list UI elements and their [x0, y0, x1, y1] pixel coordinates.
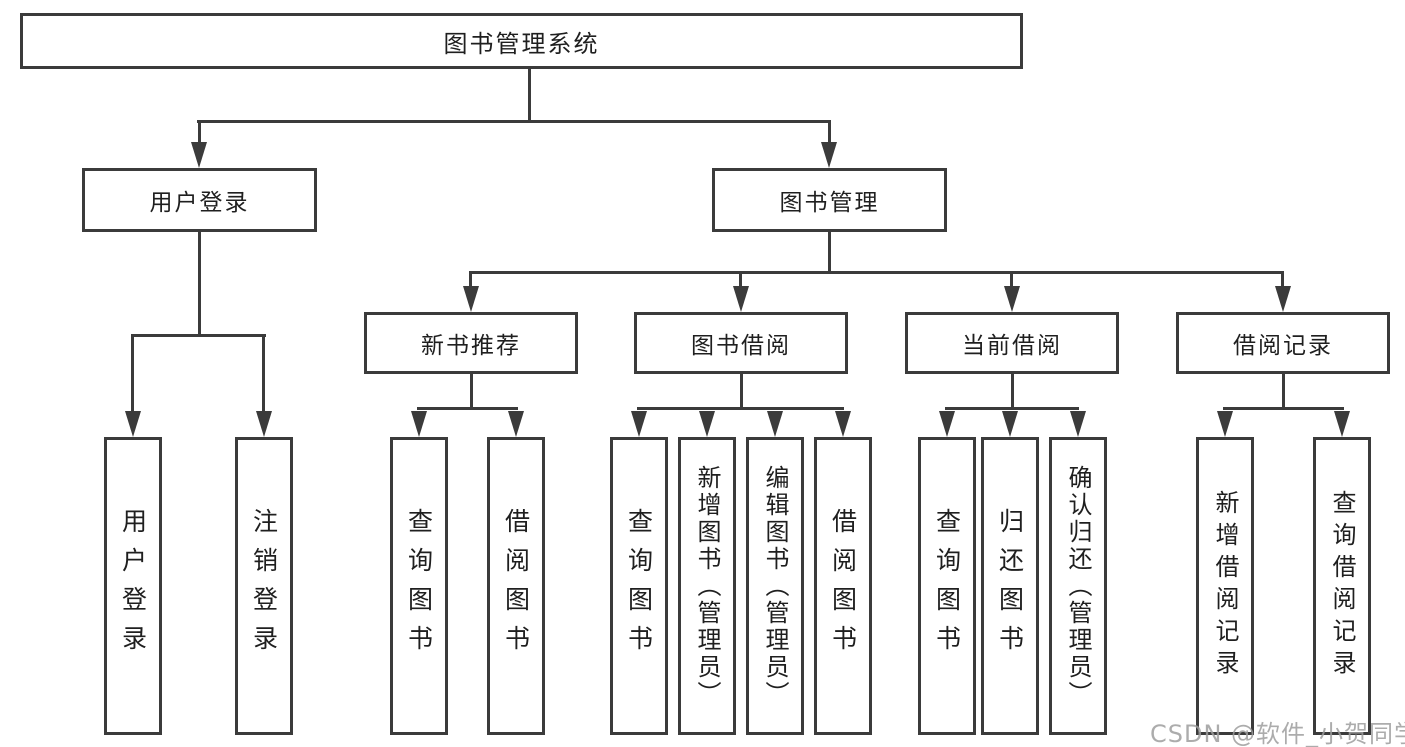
edge-current-borrow-drop-line [1011, 374, 1014, 410]
node-logout-action: 注销登录 [235, 437, 293, 735]
edge-book-mgmt-branch-line [469, 271, 1284, 274]
arrowhead-to-new-book-rec [463, 286, 479, 312]
edge-user-login-drop-line [198, 232, 201, 337]
node-br-query-record: 查询借阅记录 [1313, 437, 1371, 735]
edge-book-borrow-drop-line [740, 374, 743, 410]
edge-user-login-branch-line [131, 334, 266, 337]
edge-borrow-records-branch-line [1223, 407, 1344, 410]
edge-book-mgmt-stem-4 [1281, 271, 1284, 289]
edge-root-drop-line [528, 69, 531, 123]
node-root: 图书管理系统 [20, 13, 1023, 69]
arrowhead-to-nbr-query-books [411, 411, 427, 437]
edge-user-login-left-stem [131, 334, 134, 414]
arrowhead-to-bb-query-books [631, 411, 647, 437]
edge-book-mgmt-stem-3 [1010, 271, 1013, 289]
arrowhead-to-bb-edit-books [767, 411, 783, 437]
node-bb-add-books-admin: 新增图书（管理员） [678, 437, 736, 735]
arrowhead-to-bb-borrow-books [835, 411, 851, 437]
arrowhead-to-bb-add-books [699, 411, 715, 437]
arrowhead-to-borrow-records [1275, 286, 1291, 312]
arrowhead-to-cb-confirm-return [1070, 411, 1086, 437]
arrowhead-to-user-login [191, 142, 207, 168]
edge-root-left-stem [198, 120, 201, 146]
arrowhead-to-book-borrow [733, 286, 749, 312]
edge-book-mgmt-drop-line [828, 232, 831, 274]
node-bb-edit-books-admin: 编辑图书（管理员） [746, 437, 804, 735]
arrowhead-to-cb-return-books [1002, 411, 1018, 437]
node-new-book-rec: 新书推荐 [364, 312, 578, 374]
arrowhead-to-book-mgmt [821, 142, 837, 168]
node-user-login: 用户登录 [82, 168, 317, 232]
node-user-login-action: 用户登录 [104, 437, 162, 735]
node-bb-query-books: 查询图书 [610, 437, 668, 735]
node-borrow-records: 借阅记录 [1176, 312, 1390, 374]
edge-root-right-stem [828, 120, 831, 146]
node-book-mgmt: 图书管理 [712, 168, 947, 232]
node-cb-confirm-return-admin: 确认归还（管理员） [1049, 437, 1107, 735]
edge-borrow-records-drop-line [1282, 374, 1285, 410]
node-book-borrow: 图书借阅 [634, 312, 848, 374]
edge-current-borrow-branch-line [945, 407, 1079, 410]
csdn-watermark: CSDN @软件_小贺同学 [1150, 720, 1405, 747]
edge-book-mgmt-stem-2 [739, 271, 742, 289]
node-cb-query-books: 查询图书 [918, 437, 976, 735]
arrowhead-to-nbr-borrow-books [508, 411, 524, 437]
node-nbr-query-books: 查询图书 [390, 437, 448, 735]
arrowhead-to-current-borrow [1004, 286, 1020, 312]
edge-root-branch-line [197, 120, 831, 123]
arrowhead-to-cb-query-books [939, 411, 955, 437]
arrowhead-to-user-login-action [125, 411, 141, 437]
arrowhead-to-logout-action [256, 411, 272, 437]
arrowhead-to-br-add-record [1217, 411, 1233, 437]
arrowhead-to-br-query-record [1334, 411, 1350, 437]
node-br-add-record: 新增借阅记录 [1196, 437, 1254, 735]
edge-book-mgmt-stem-1 [469, 271, 472, 289]
node-nbr-borrow-books: 借阅图书 [487, 437, 545, 735]
node-current-borrow: 当前借阅 [905, 312, 1119, 374]
edge-new-book-rec-branch-line [417, 407, 518, 410]
node-bb-borrow-books: 借阅图书 [814, 437, 872, 735]
edge-user-login-right-stem [262, 334, 265, 414]
node-cb-return-books: 归还图书 [981, 437, 1039, 735]
edge-book-borrow-branch-line [637, 407, 844, 410]
edge-new-book-rec-drop-line [470, 374, 473, 410]
